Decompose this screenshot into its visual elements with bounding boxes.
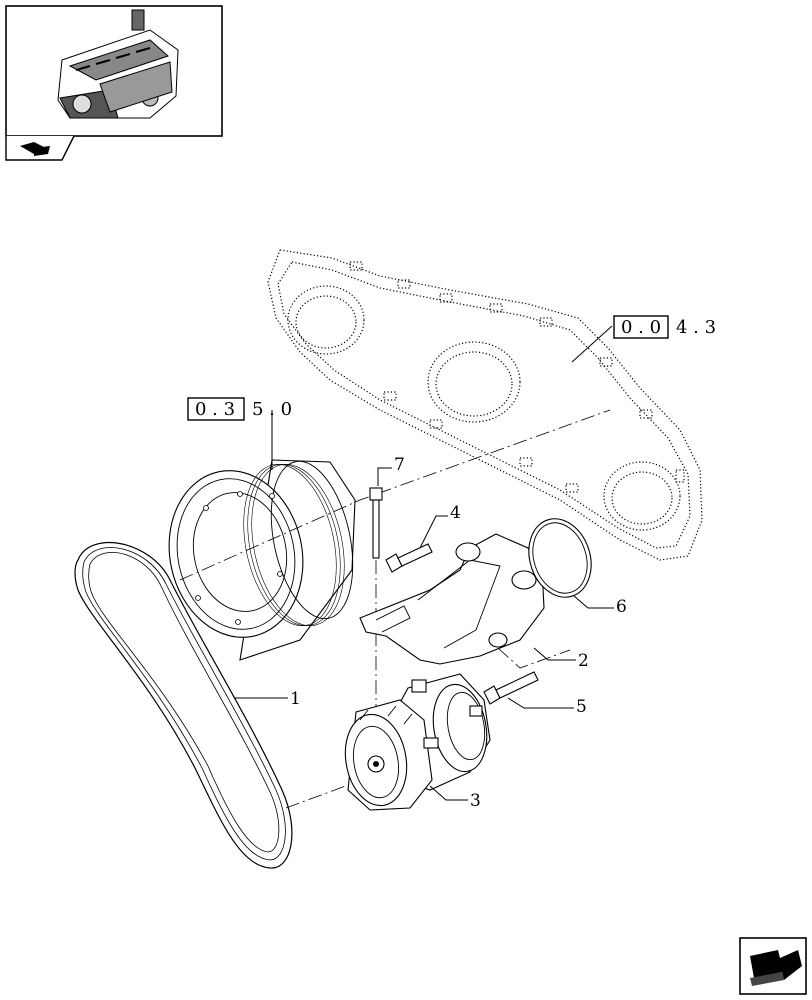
ac-compressor [344,673,491,811]
gasket-ref[interactable]: 0 . 0 4 . 3 [613,315,716,339]
next-page-arrow-icon[interactable] [739,937,807,995]
pulley-ref-rest: 5 . 0 [252,399,292,420]
poly-v-belt [74,542,471,869]
leader-4 [419,515,448,549]
o-ring [528,518,592,598]
timing-cover-gasket [267,249,703,561]
gasket-ref-boxed: 0 . 0 [621,317,661,338]
leader-7 [377,467,392,486]
leader-6 [573,595,614,609]
bolt-4 [385,543,433,573]
callout-5[interactable]: 5 [576,697,587,717]
leader-5 [507,697,574,709]
pulley-ref-boxed: 0 . 3 [195,399,235,420]
callout-2[interactable]: 2 [578,651,589,671]
pulley-ref[interactable]: 0 . 3 5 . 0 [187,397,292,421]
book-tab-icon[interactable] [5,135,75,161]
leader-3 [429,785,468,801]
gasket-ref-leader [571,325,613,363]
callout-4[interactable]: 4 [450,503,461,523]
engine-thumbnail-icon[interactable] [5,5,223,137]
callout-1[interactable]: 1 [290,689,301,709]
leader-2 [533,647,576,661]
callout-6[interactable]: 6 [616,597,627,617]
gasket-ref-rest: 4 . 3 [676,317,716,338]
bolt-5 [483,671,539,705]
compressor-bracket [359,533,571,669]
bolt-7 [369,487,383,760]
callout-3[interactable]: 3 [470,791,481,811]
crankshaft-pulley [168,409,611,661]
callout-7[interactable]: 7 [394,455,405,475]
